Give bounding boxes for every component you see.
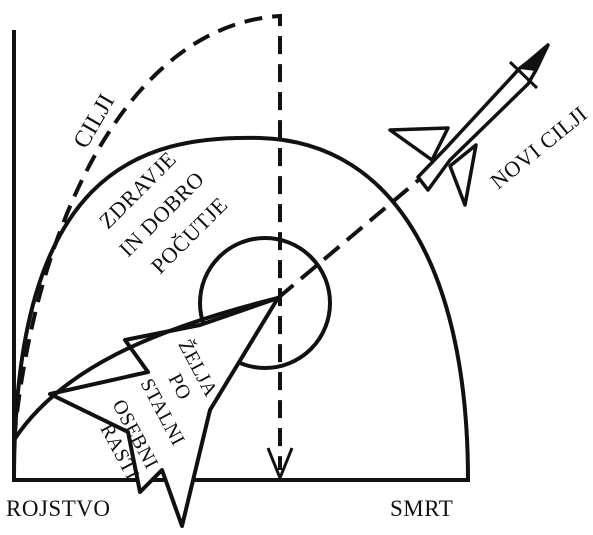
rocket-icon	[390, 45, 548, 205]
goals-label: CILJI	[69, 89, 121, 153]
death-label: SMRT	[390, 496, 453, 521]
birth-label: ROJSTVO	[6, 496, 110, 521]
new-goals-trajectory	[278, 162, 440, 298]
new-goals-label: NOVI CILJI	[485, 101, 592, 194]
